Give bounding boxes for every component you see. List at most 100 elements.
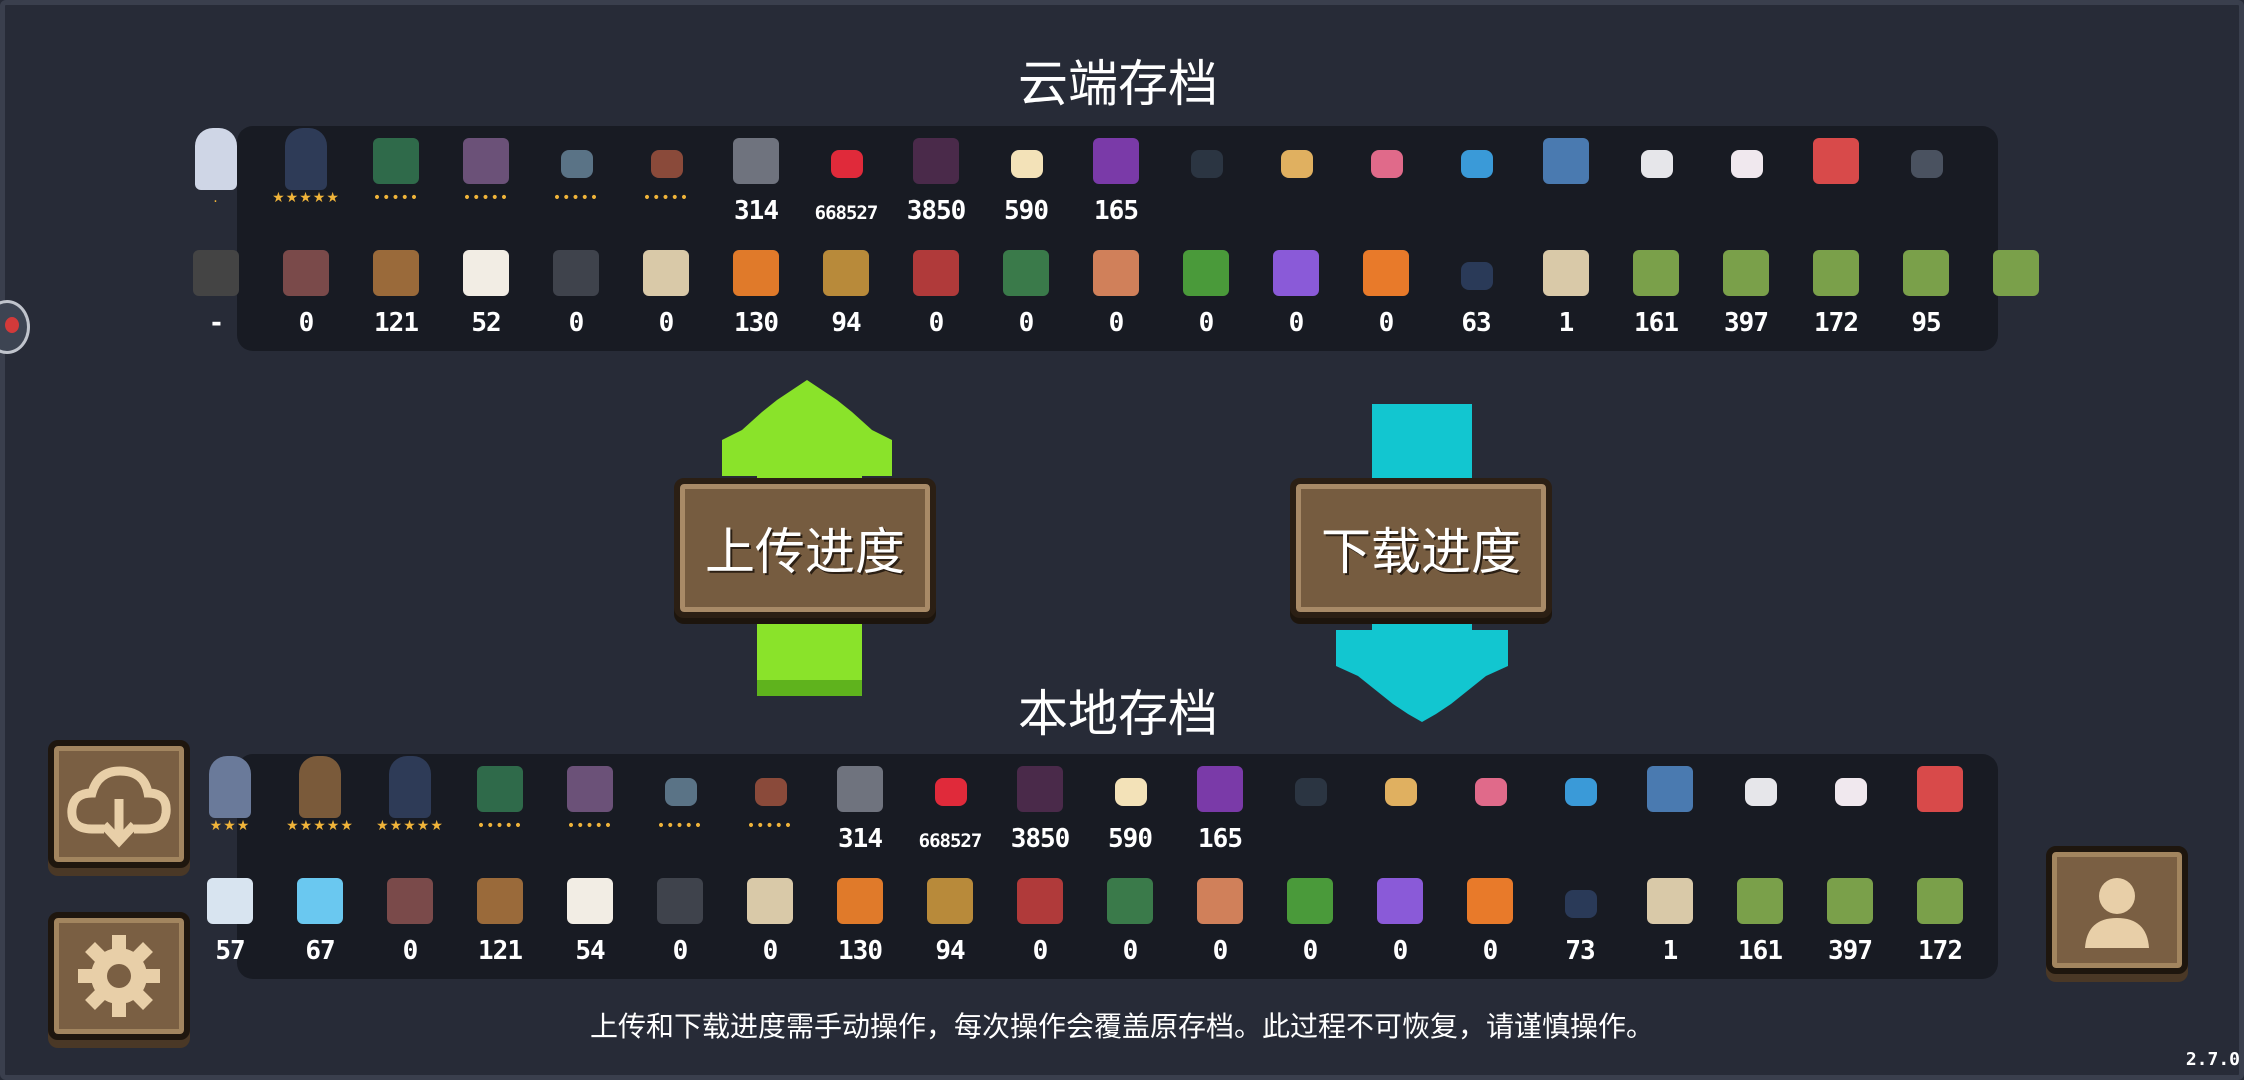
rarity-stars: ••••• <box>656 818 704 834</box>
inventory-slot: 314 <box>711 126 801 238</box>
inventory-slot: 0 <box>725 866 815 978</box>
inventory-slot: - <box>171 238 261 350</box>
green-cabinet-icon <box>373 138 419 184</box>
rarity-stars: ••••• <box>476 818 524 834</box>
black-cat-icon <box>1191 150 1223 178</box>
inventory-slot: 3850 <box>995 754 1085 866</box>
inventory-slot: 172 <box>1791 238 1881 350</box>
inventory-slot: 0 <box>1251 238 1341 350</box>
item-count: 121 <box>478 936 523 966</box>
hero-knight-icon <box>209 756 251 818</box>
inventory-slot: 0 <box>1265 866 1355 978</box>
inventory-slot: ★★★★★ <box>261 126 351 238</box>
inventory-slot <box>1251 126 1341 238</box>
inventory-slot <box>1715 754 1805 866</box>
item-count: 668527 <box>814 202 879 224</box>
cloud-save-title: 云端存档 <box>1018 55 1218 113</box>
inventory-slot: 54 <box>545 866 635 978</box>
sprout-seed-icon <box>1917 878 1963 924</box>
inventory-slot: 0 <box>531 238 621 350</box>
settings-button[interactable] <box>48 912 190 1040</box>
inventory-slot <box>1971 238 2061 350</box>
black-cat-icon <box>1295 778 1327 806</box>
cloud-download-icon <box>67 766 171 848</box>
inventory-slot: 0 <box>261 238 351 350</box>
item-count: 94 <box>935 936 965 966</box>
inventory-slot <box>1355 754 1445 866</box>
inventory-slot <box>1535 754 1625 866</box>
inventory-slot: 0 <box>1355 866 1445 978</box>
item-count: 161 <box>1634 308 1679 338</box>
item-count: 130 <box>734 308 779 338</box>
upload-progress-button[interactable]: 上传进度 <box>674 478 936 618</box>
green-block-icon <box>1183 250 1229 296</box>
crystal-plant-icon <box>1377 878 1423 924</box>
item-count: - <box>208 308 225 338</box>
item-count: 590 <box>1108 824 1153 854</box>
inventory-slot: ••••• <box>441 126 531 238</box>
cloud-download-button[interactable] <box>48 740 190 868</box>
bread-roll-icon <box>373 250 419 296</box>
account-button[interactable] <box>2046 846 2188 974</box>
rarity-stars: ★★★ <box>209 818 251 834</box>
feather-icon <box>927 878 973 924</box>
orange-cat-icon <box>1385 778 1417 806</box>
crystal-plant-icon <box>1273 250 1319 296</box>
item-count: 95 <box>1911 308 1941 338</box>
inventory-slot: 130 <box>815 866 905 978</box>
crate-face-icon <box>1093 250 1139 296</box>
gear-icon <box>78 935 160 1017</box>
inventory-slot: 161 <box>1715 866 1805 978</box>
sprout-seed-icon <box>1813 250 1859 296</box>
item-count: 0 <box>1198 308 1215 338</box>
workbench-icon <box>387 878 433 924</box>
inventory-slot: 590 <box>1085 754 1175 866</box>
gun-icon <box>733 138 779 184</box>
pink-pig-icon <box>1371 150 1403 178</box>
purple-helmet-icon <box>1093 138 1139 184</box>
inventory-slot: 130 <box>711 238 801 350</box>
inventory-slot: 668527 <box>905 754 995 866</box>
card-icon <box>733 250 779 296</box>
inventory-slot: 94 <box>801 238 891 350</box>
robot-pet-icon <box>1647 766 1693 812</box>
red-slime-icon <box>831 150 863 178</box>
inventory-slot <box>1701 126 1791 238</box>
inventory-slot: 1 <box>1625 866 1715 978</box>
hero-assassin-icon <box>389 756 431 818</box>
item-count: 314 <box>734 196 779 226</box>
inventory-slot <box>1805 754 1895 866</box>
inventory-slot <box>1265 754 1355 866</box>
inventory-slot: 67 <box>275 866 365 978</box>
sprout-seed-icon <box>1633 250 1679 296</box>
rarity-stars: ••••• <box>552 190 600 206</box>
item-count: 668527 <box>918 830 983 852</box>
white-rabbit-icon <box>1731 150 1763 178</box>
download-progress-button[interactable]: 下载进度 <box>1290 478 1552 618</box>
inventory-slot: ••••• <box>621 126 711 238</box>
item-count: 0 <box>762 936 779 966</box>
fish-coin-icon <box>1565 890 1597 918</box>
feather-icon <box>823 250 869 296</box>
scroll-icon <box>747 878 793 924</box>
book-stack-icon <box>567 766 613 812</box>
item-count: 165 <box>1094 196 1139 226</box>
inventory-slot: ••••• <box>545 754 635 866</box>
rarity-stars: ••••• <box>462 190 510 206</box>
white-cow-icon <box>1745 778 1777 806</box>
inventory-slot: 0 <box>981 238 1071 350</box>
red-slime-icon <box>935 778 967 806</box>
item-count: 590 <box>1004 196 1049 226</box>
astronaut-pet-icon <box>1917 766 1963 812</box>
inventory-slot: 0 <box>621 238 711 350</box>
astronaut-pet-icon <box>1813 138 1859 184</box>
inventory-slot: 121 <box>351 238 441 350</box>
inventory-slot <box>1611 126 1701 238</box>
warning-note: 上传和下载进度需手动操作，每次操作会覆盖原存档。此过程不可恢复，请谨慎操作。 <box>589 1010 1654 1043</box>
inventory-slot <box>1431 126 1521 238</box>
inventory-slot: 161 <box>1611 238 1701 350</box>
flour-sack-icon <box>567 878 613 924</box>
device-icon <box>1017 878 1063 924</box>
carrot-icon <box>1363 250 1409 296</box>
